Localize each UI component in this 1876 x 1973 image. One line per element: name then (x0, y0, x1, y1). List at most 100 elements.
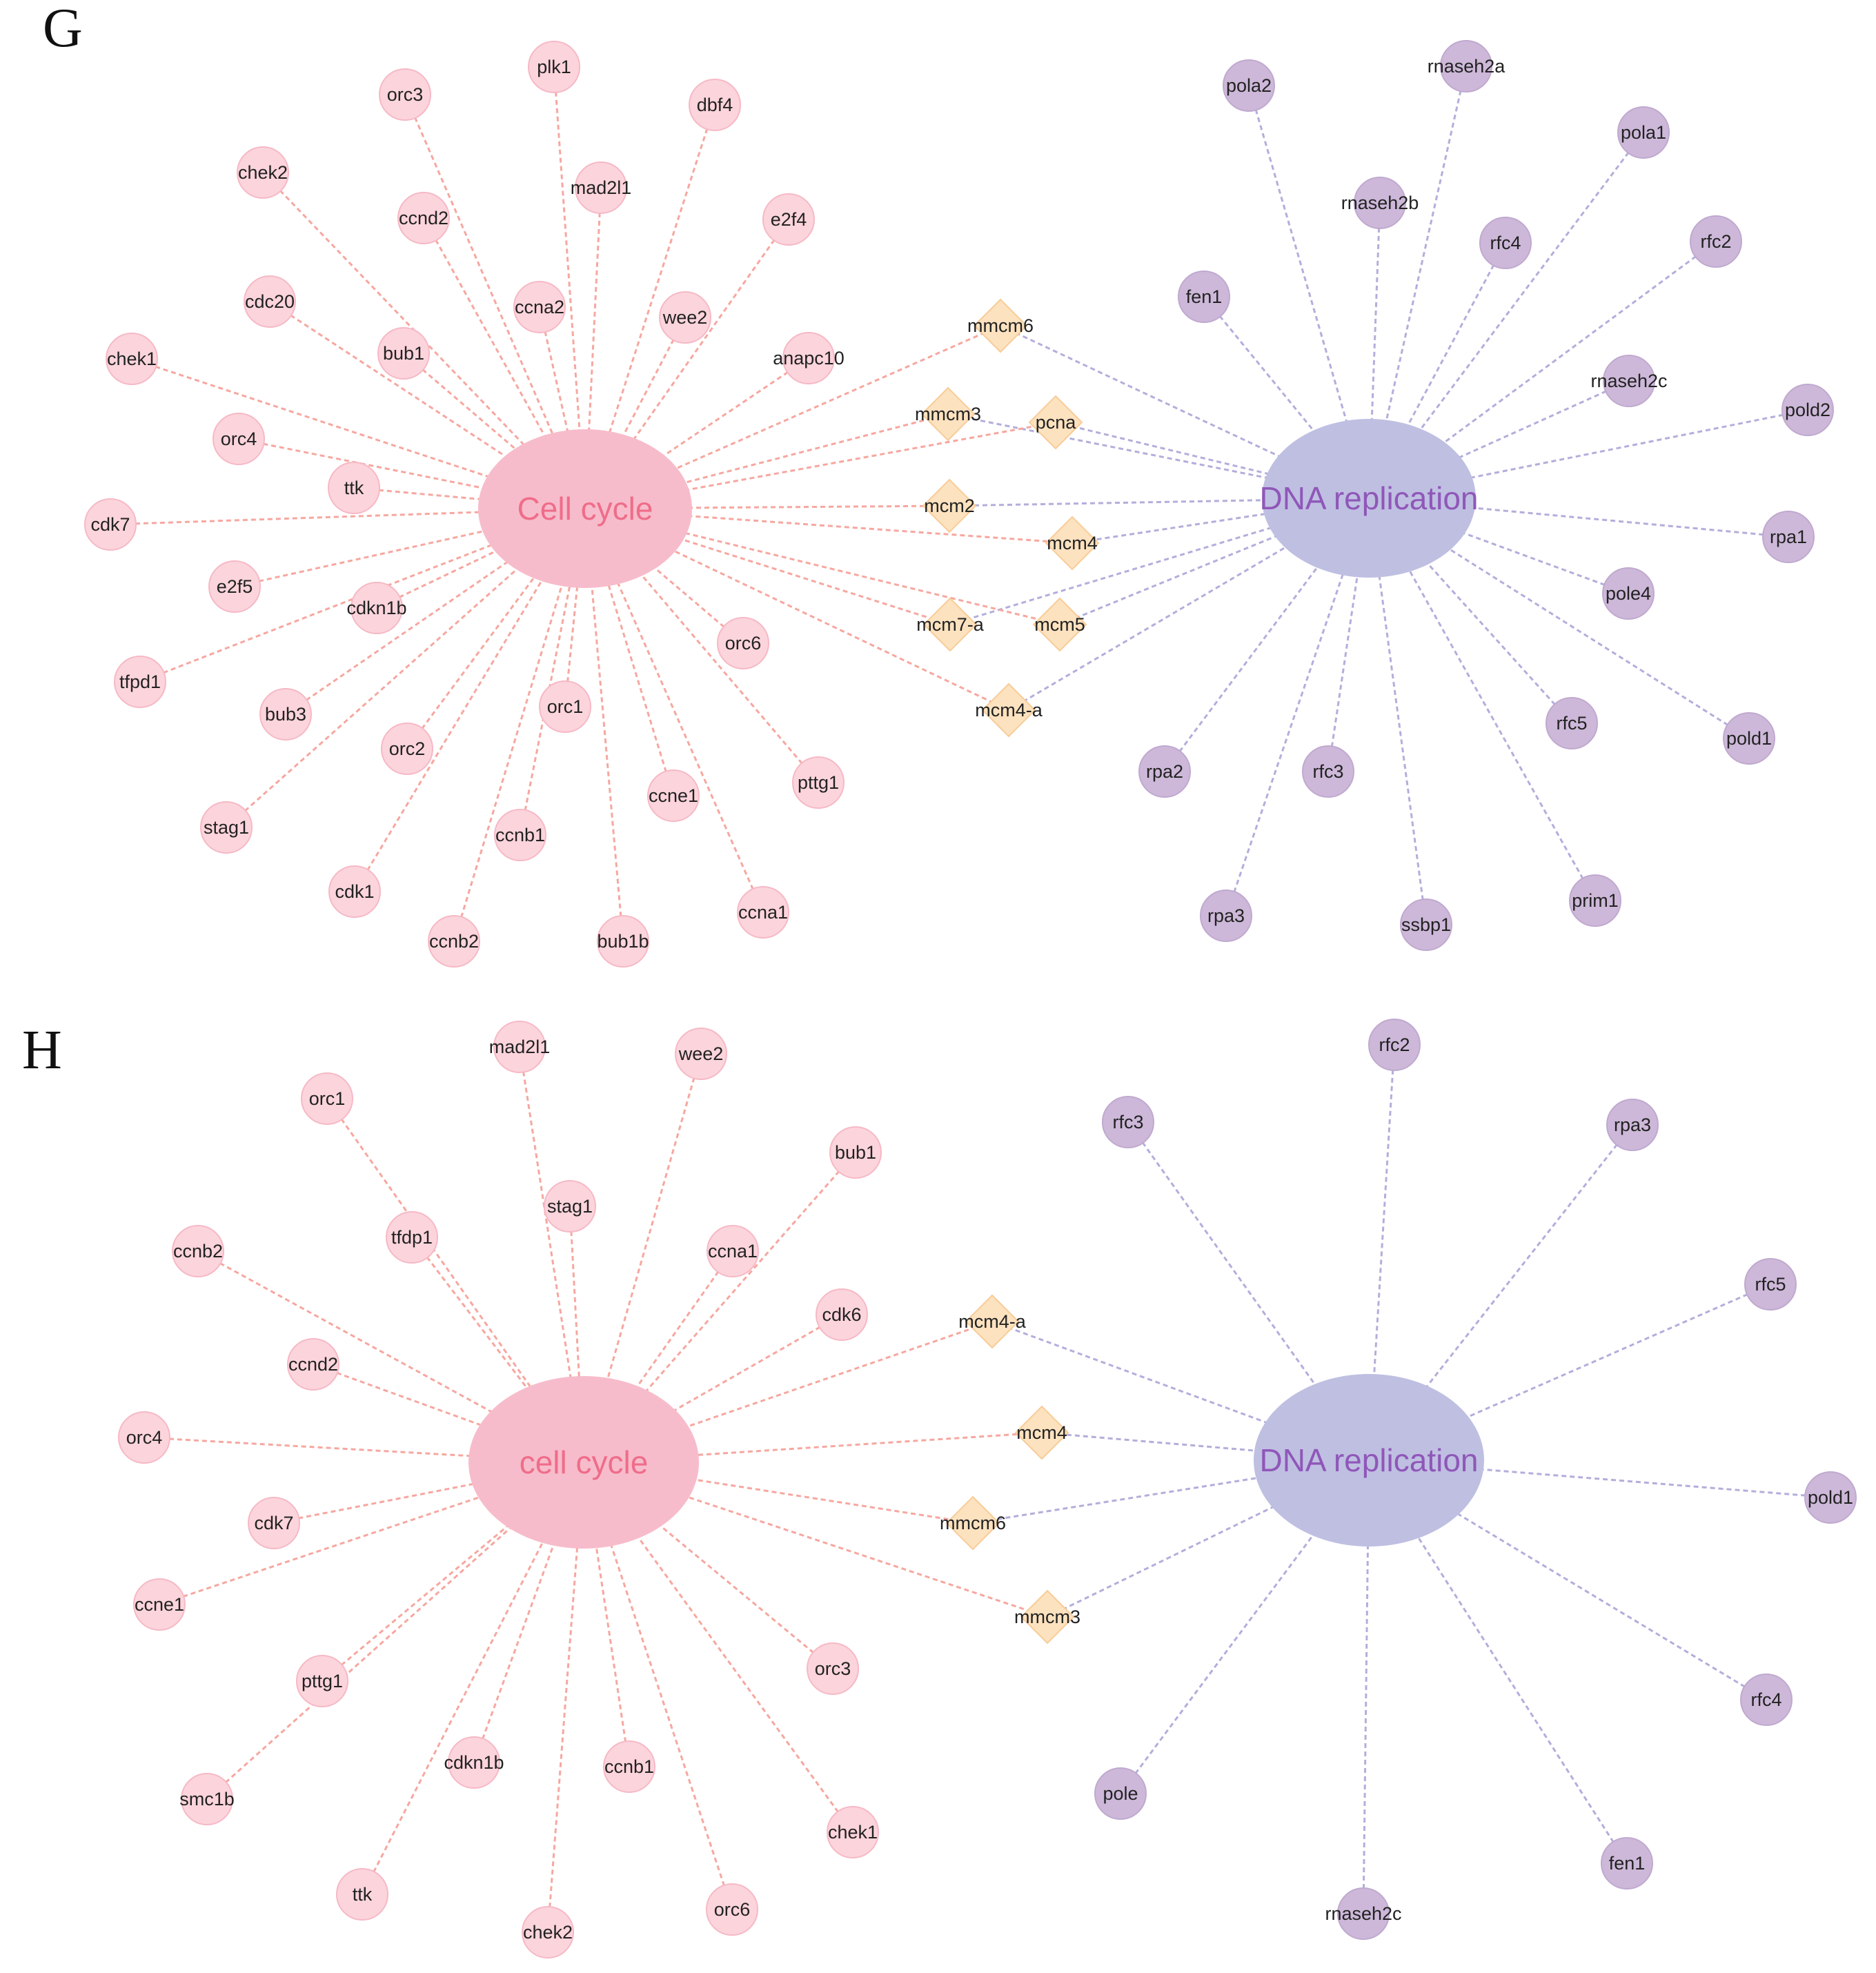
gene-node-diamond (945, 1495, 1000, 1551)
edge-cell-cycle (553, 66, 582, 436)
gene-label: tfpd1 (119, 671, 161, 692)
gene-node-circle (172, 1225, 224, 1277)
gene-node-circle (1617, 106, 1670, 159)
dna-replication-gene-node: rfc5 (1744, 1258, 1797, 1311)
edge-dna-replication (1327, 570, 1359, 772)
edge-dna-replication (1362, 1539, 1370, 1914)
edge-dna-replication (1225, 569, 1346, 916)
gene-node-circle (259, 688, 312, 740)
edge-cell-cycle (234, 528, 491, 588)
edge-cell-cycle (689, 1431, 1043, 1457)
edge-cell-cycle (453, 579, 565, 942)
gene-label: rpa1 (1770, 527, 1807, 547)
gene-label: chek1 (828, 1822, 878, 1843)
gene-label: ccna2 (515, 297, 564, 317)
gene-node-circle (208, 560, 261, 613)
gene-node-circle (106, 333, 158, 385)
edge-dna-replication (1443, 544, 1750, 740)
gene-label: chek2 (523, 1922, 573, 1943)
gene-label: mmcm6 (940, 1513, 1006, 1533)
cell-cycle-gene-node: plk1 (528, 41, 580, 93)
gene-label: rfc5 (1755, 1274, 1786, 1295)
gene-node-diamond (1028, 395, 1083, 450)
gene-label: orc1 (547, 696, 584, 717)
cell-cycle-gene-node: chek1 (827, 1806, 879, 1858)
cell-cycle-gene-node: stag1 (200, 801, 253, 854)
edge-dna-replication (1047, 1502, 1281, 1618)
dna-replication-gene-node: fen1 (1601, 1837, 1653, 1889)
gene-label: e2f5 (217, 576, 253, 597)
gene-node-circle (1400, 899, 1452, 951)
gene-label: orc4 (221, 429, 257, 449)
edge-cell-cycle (361, 1535, 547, 1895)
dna-replication-gene-node: rnaseh2c (1590, 355, 1668, 407)
cell-cycle-gene-node: orc4 (118, 1411, 170, 1464)
hub-label: cell cycle (520, 1444, 649, 1480)
gene-node-circle (827, 1806, 879, 1858)
gene-label: bub1 (835, 1142, 876, 1163)
dna-replication-gene-node: rpa3 (1606, 1099, 1659, 1151)
gene-label: chek1 (107, 349, 157, 369)
gene-label: mcm4-a (958, 1311, 1026, 1332)
dna-replication-gene-node: pole4 (1602, 567, 1655, 620)
dna-replication-gene-node: rnaseh2c (1325, 1887, 1402, 1940)
gene-label: pttg1 (302, 1671, 343, 1691)
gene-node-circle (1337, 1887, 1390, 1940)
cell-cycle-gene-node: orc1 (539, 680, 591, 733)
cell-cycle-gene-node: cdk6 (816, 1288, 868, 1341)
edge-cell-cycle (353, 574, 546, 892)
gene-node-circle (737, 886, 789, 939)
edge-cell-cycle (633, 1531, 854, 1833)
panel-h-edges (144, 1044, 1831, 1933)
gene-label: rfc3 (1312, 761, 1343, 782)
gene-label: ccnb2 (429, 931, 479, 952)
edge-cell-cycle (144, 1436, 478, 1457)
gene-node-circle (213, 413, 265, 465)
gene-label: mcm5 (1034, 614, 1085, 635)
gene-label: rfc4 (1490, 233, 1521, 253)
gene-label: pttg1 (798, 772, 839, 793)
gene-label: rpa3 (1614, 1115, 1651, 1135)
cell-cycle-gene-node: orc4 (213, 413, 265, 465)
edge-dna-replication (949, 524, 1278, 626)
gene-node-circle (1744, 1258, 1797, 1311)
hub-label: DNA replication (1259, 480, 1478, 516)
panel-g-edges (110, 66, 1808, 942)
gene-node-circle (379, 68, 431, 121)
gene-node-circle (1102, 1096, 1154, 1148)
edge-cell-cycle (657, 357, 809, 461)
edge-cell-cycle (629, 219, 790, 445)
gene-label: rnaseh2a (1428, 56, 1506, 77)
gene-node-circle (1601, 1837, 1653, 1889)
gene-label: fen1 (1609, 1853, 1646, 1874)
edge-dna-replication (1127, 1121, 1320, 1391)
dna-replication-gene-node: fen1 (1178, 271, 1230, 323)
gene-label: rfc5 (1556, 713, 1587, 734)
edge-cell-cycle (406, 571, 539, 749)
shared-gene-node: mcm7-a (916, 597, 985, 652)
gene-node-circle (1368, 1019, 1421, 1071)
edge-cell-cycle (675, 536, 951, 626)
gene-node-circle (829, 1126, 882, 1179)
edge-dna-replication (1119, 1529, 1319, 1794)
gene-node-circle (575, 161, 627, 214)
hub-label: DNA replication (1259, 1442, 1478, 1478)
cell-cycle-gene-node: ccnb1 (603, 1740, 655, 1793)
gene-node-circle (1762, 511, 1815, 563)
gene-label: mad2l1 (489, 1037, 551, 1057)
gene-node-circle (1602, 567, 1655, 620)
cell-cycle-gene-node: mad2l1 (571, 161, 631, 214)
edge-cell-cycle (667, 1313, 842, 1415)
dna-replication-gene-node: rnaseh2b (1341, 177, 1419, 229)
cell-cycle-gene-node: ccnb2 (428, 915, 480, 968)
gene-label: mmcm3 (1014, 1607, 1080, 1627)
gene-label: rfc3 (1112, 1112, 1143, 1132)
gene-label: ccna1 (708, 1241, 758, 1262)
cell-cycle-gene-node: tfdp1 (386, 1211, 438, 1264)
edge-dna-replication (1384, 66, 1468, 426)
gene-node-circle (381, 723, 433, 775)
edge-cell-cycle (285, 557, 514, 716)
gene-label: ccnd2 (399, 208, 448, 228)
